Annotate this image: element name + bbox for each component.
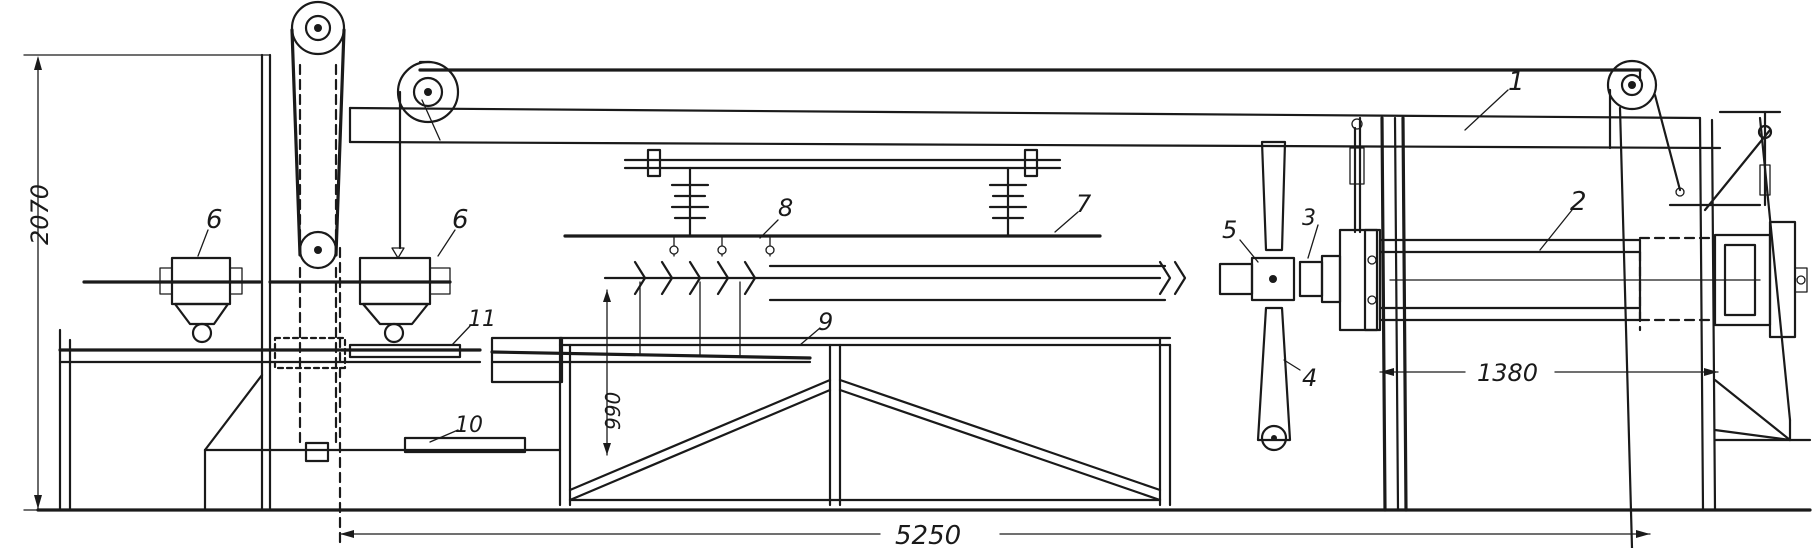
insulator-right: [988, 166, 1028, 238]
dimension-990: [603, 289, 611, 456]
dimension-1380-label: 1380: [1477, 359, 1538, 387]
table-9: [490, 336, 1172, 507]
dimension-5250: [339, 530, 1651, 538]
callout-6-right: 6: [452, 205, 469, 235]
contacts-8: [669, 235, 775, 257]
lever-4: [1256, 140, 1292, 452]
trolley-6-left: [82, 256, 262, 344]
callout-9: 9: [818, 308, 833, 336]
leader-lines: [197, 89, 1573, 443]
pulley-middle: [396, 60, 460, 250]
callout-8: 8: [778, 194, 793, 222]
callout-6-left: 6: [206, 205, 223, 235]
clamp-5: [1218, 256, 1296, 302]
callout-11: 11: [468, 307, 496, 332]
part-11-plate: [273, 336, 462, 370]
dimension-5250-label: 5250: [895, 521, 961, 548]
insulator-left: [670, 166, 710, 238]
top-beam: [348, 59, 1722, 550]
callout-1: 1: [1508, 67, 1525, 97]
callout-7: 7: [1076, 190, 1092, 218]
trolley-6-right: [268, 247, 452, 344]
chain-hoist-left: [290, 0, 346, 550]
coupling-3: [1298, 254, 1342, 304]
cylinder-2: [1338, 116, 1761, 332]
part-10-block: [403, 436, 527, 454]
callout-10: 10: [455, 413, 483, 438]
dimension-1380: [1379, 368, 1719, 376]
callout-3: 3: [1302, 206, 1316, 231]
right-frame: [1380, 110, 1812, 512]
dimension-2070-label: 2070: [26, 184, 54, 245]
left-frame: [36, 53, 1812, 512]
callout-5: 5: [1222, 216, 1237, 244]
callout-2: 2: [1570, 187, 1587, 217]
callout-4: 4: [1302, 364, 1317, 392]
insulator-string: [603, 260, 1187, 356]
busbar-7: [563, 148, 1102, 238]
dimension-990-label: 990: [601, 392, 625, 430]
